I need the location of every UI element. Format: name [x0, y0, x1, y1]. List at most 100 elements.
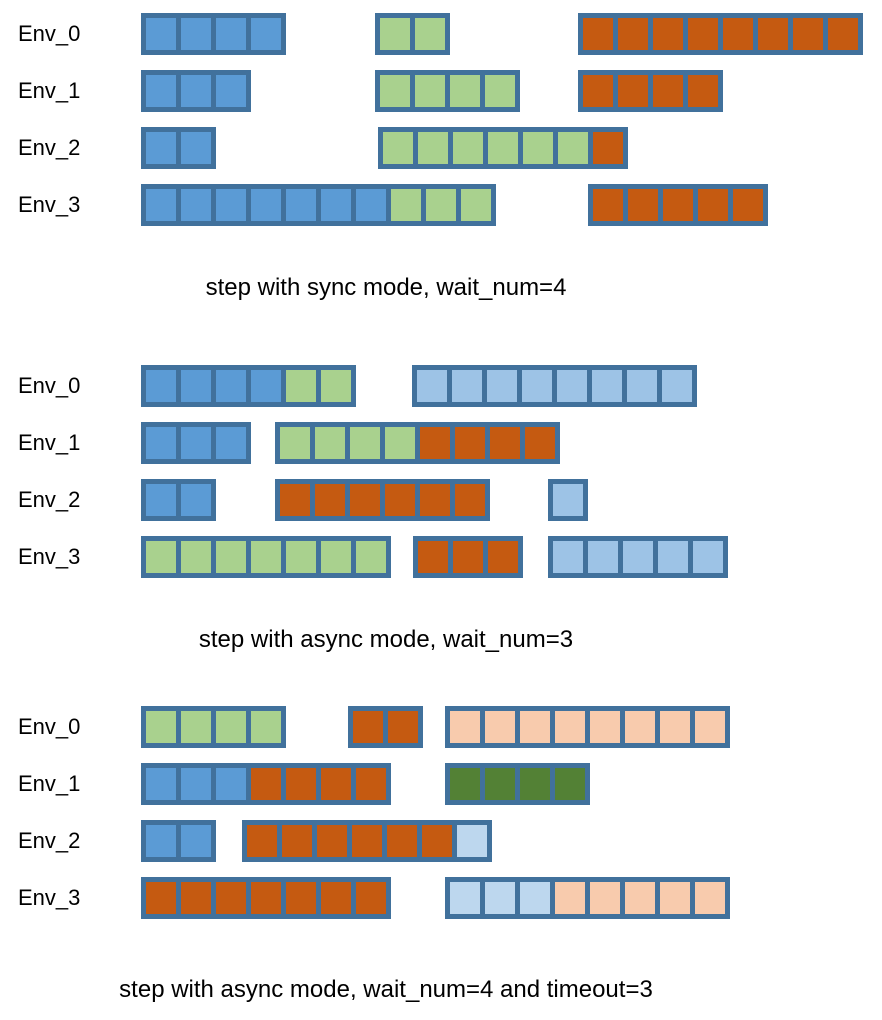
- task-cell-darkgreen: [485, 768, 515, 800]
- task-cell-blue: [216, 768, 246, 800]
- task-cell-green: [558, 132, 588, 164]
- task-cell-green: [488, 132, 518, 164]
- task-cell-green: [450, 75, 480, 107]
- task-cell-lightblue: [662, 370, 692, 402]
- task-cell-green: [321, 370, 351, 402]
- task-bar: [413, 536, 523, 578]
- task-cell-orange: [353, 711, 383, 743]
- task-cell-green: [280, 427, 310, 459]
- task-cell-orange: [698, 189, 728, 221]
- task-bar: [445, 763, 590, 805]
- task-bar: [141, 184, 496, 226]
- env-label: Env_1: [18, 78, 81, 103]
- task-bar: [141, 479, 216, 521]
- task-bar: [375, 70, 520, 112]
- task-cell-blue: [251, 370, 281, 402]
- task-cell-peach: [590, 882, 620, 914]
- task-cell-blue: [181, 825, 211, 857]
- task-cell-green: [415, 18, 445, 50]
- task-cell-orange: [593, 189, 623, 221]
- task-bar: [588, 184, 768, 226]
- task-cell-green: [216, 541, 246, 573]
- task-bar: [375, 13, 450, 55]
- task-cell-orange: [628, 189, 658, 221]
- task-cell-peach: [660, 882, 690, 914]
- task-bar: [378, 127, 628, 169]
- env-label: Env_3: [18, 544, 81, 569]
- panel-caption: step with async mode, wait_num=4 and tim…: [119, 976, 653, 1003]
- task-cell-lightblue: [623, 541, 653, 573]
- task-cell-green: [485, 75, 515, 107]
- task-cell-blue: [181, 484, 211, 516]
- task-cell-lightblue: [417, 370, 447, 402]
- task-cell-blue: [181, 189, 211, 221]
- task-cell-orange: [247, 825, 277, 857]
- task-cell-blue: [251, 189, 281, 221]
- task-cell-darkgreen: [555, 768, 585, 800]
- task-bar: [141, 706, 286, 748]
- task-cell-orange: [350, 484, 380, 516]
- task-cell-green: [251, 711, 281, 743]
- task-cell-orange: [385, 484, 415, 516]
- task-bar: [445, 877, 730, 919]
- task-cell-peach: [660, 711, 690, 743]
- task-cell-orange: [251, 768, 281, 800]
- task-cell-orange: [317, 825, 347, 857]
- task-cell-lightblue: [658, 541, 688, 573]
- task-cell-orange: [793, 18, 823, 50]
- task-cell-green: [380, 75, 410, 107]
- task-cell-blue: [146, 825, 176, 857]
- task-cell-peach: [485, 711, 515, 743]
- task-bar: [141, 763, 391, 805]
- task-cell-blue: [251, 18, 281, 50]
- task-cell-blue: [146, 189, 176, 221]
- panel-caption: step with sync mode, wait_num=4: [205, 274, 567, 301]
- task-bar: [548, 479, 588, 521]
- task-cell-blue: [146, 484, 176, 516]
- task-bar: [141, 536, 391, 578]
- task-cell-orange: [282, 825, 312, 857]
- task-cell-orange: [280, 484, 310, 516]
- task-cell-orange: [352, 825, 382, 857]
- task-cell-orange: [733, 189, 763, 221]
- task-bar: [275, 479, 490, 521]
- task-cell-blue: [216, 18, 246, 50]
- task-cell-blue: [146, 427, 176, 459]
- task-cell-lightblue: [627, 370, 657, 402]
- task-cell-blue: [216, 189, 246, 221]
- task-cell-lightblue: [487, 370, 517, 402]
- task-cell-paleblue: [520, 882, 550, 914]
- task-cell-orange: [181, 882, 211, 914]
- env-label: Env_2: [18, 487, 81, 512]
- task-cell-green: [286, 370, 316, 402]
- task-cell-orange: [583, 18, 613, 50]
- task-cell-blue: [356, 189, 386, 221]
- env-label: Env_1: [18, 430, 81, 455]
- task-bar: [578, 13, 863, 55]
- task-cell-blue: [146, 18, 176, 50]
- task-bar: [412, 365, 697, 407]
- task-cell-orange: [455, 484, 485, 516]
- task-cell-orange: [490, 427, 520, 459]
- task-cell-orange: [618, 75, 648, 107]
- task-cell-lightblue: [452, 370, 482, 402]
- task-cell-peach: [695, 882, 725, 914]
- task-cell-green: [321, 541, 351, 573]
- task-cell-orange: [593, 132, 623, 164]
- task-cell-lightblue: [553, 484, 583, 516]
- task-cell-lightblue: [592, 370, 622, 402]
- task-cell-peach: [555, 882, 585, 914]
- task-cell-orange: [488, 541, 518, 573]
- env-label: Env_0: [18, 714, 81, 739]
- task-bar: [348, 706, 423, 748]
- task-cell-orange: [723, 18, 753, 50]
- task-cell-green: [181, 541, 211, 573]
- task-cell-paleblue: [457, 825, 487, 857]
- task-cell-blue: [321, 189, 351, 221]
- task-cell-peach: [450, 711, 480, 743]
- task-cell-orange: [422, 825, 452, 857]
- task-cell-orange: [688, 75, 718, 107]
- task-cell-lightblue: [693, 541, 723, 573]
- env-label: Env_2: [18, 135, 81, 160]
- task-cell-orange: [321, 882, 351, 914]
